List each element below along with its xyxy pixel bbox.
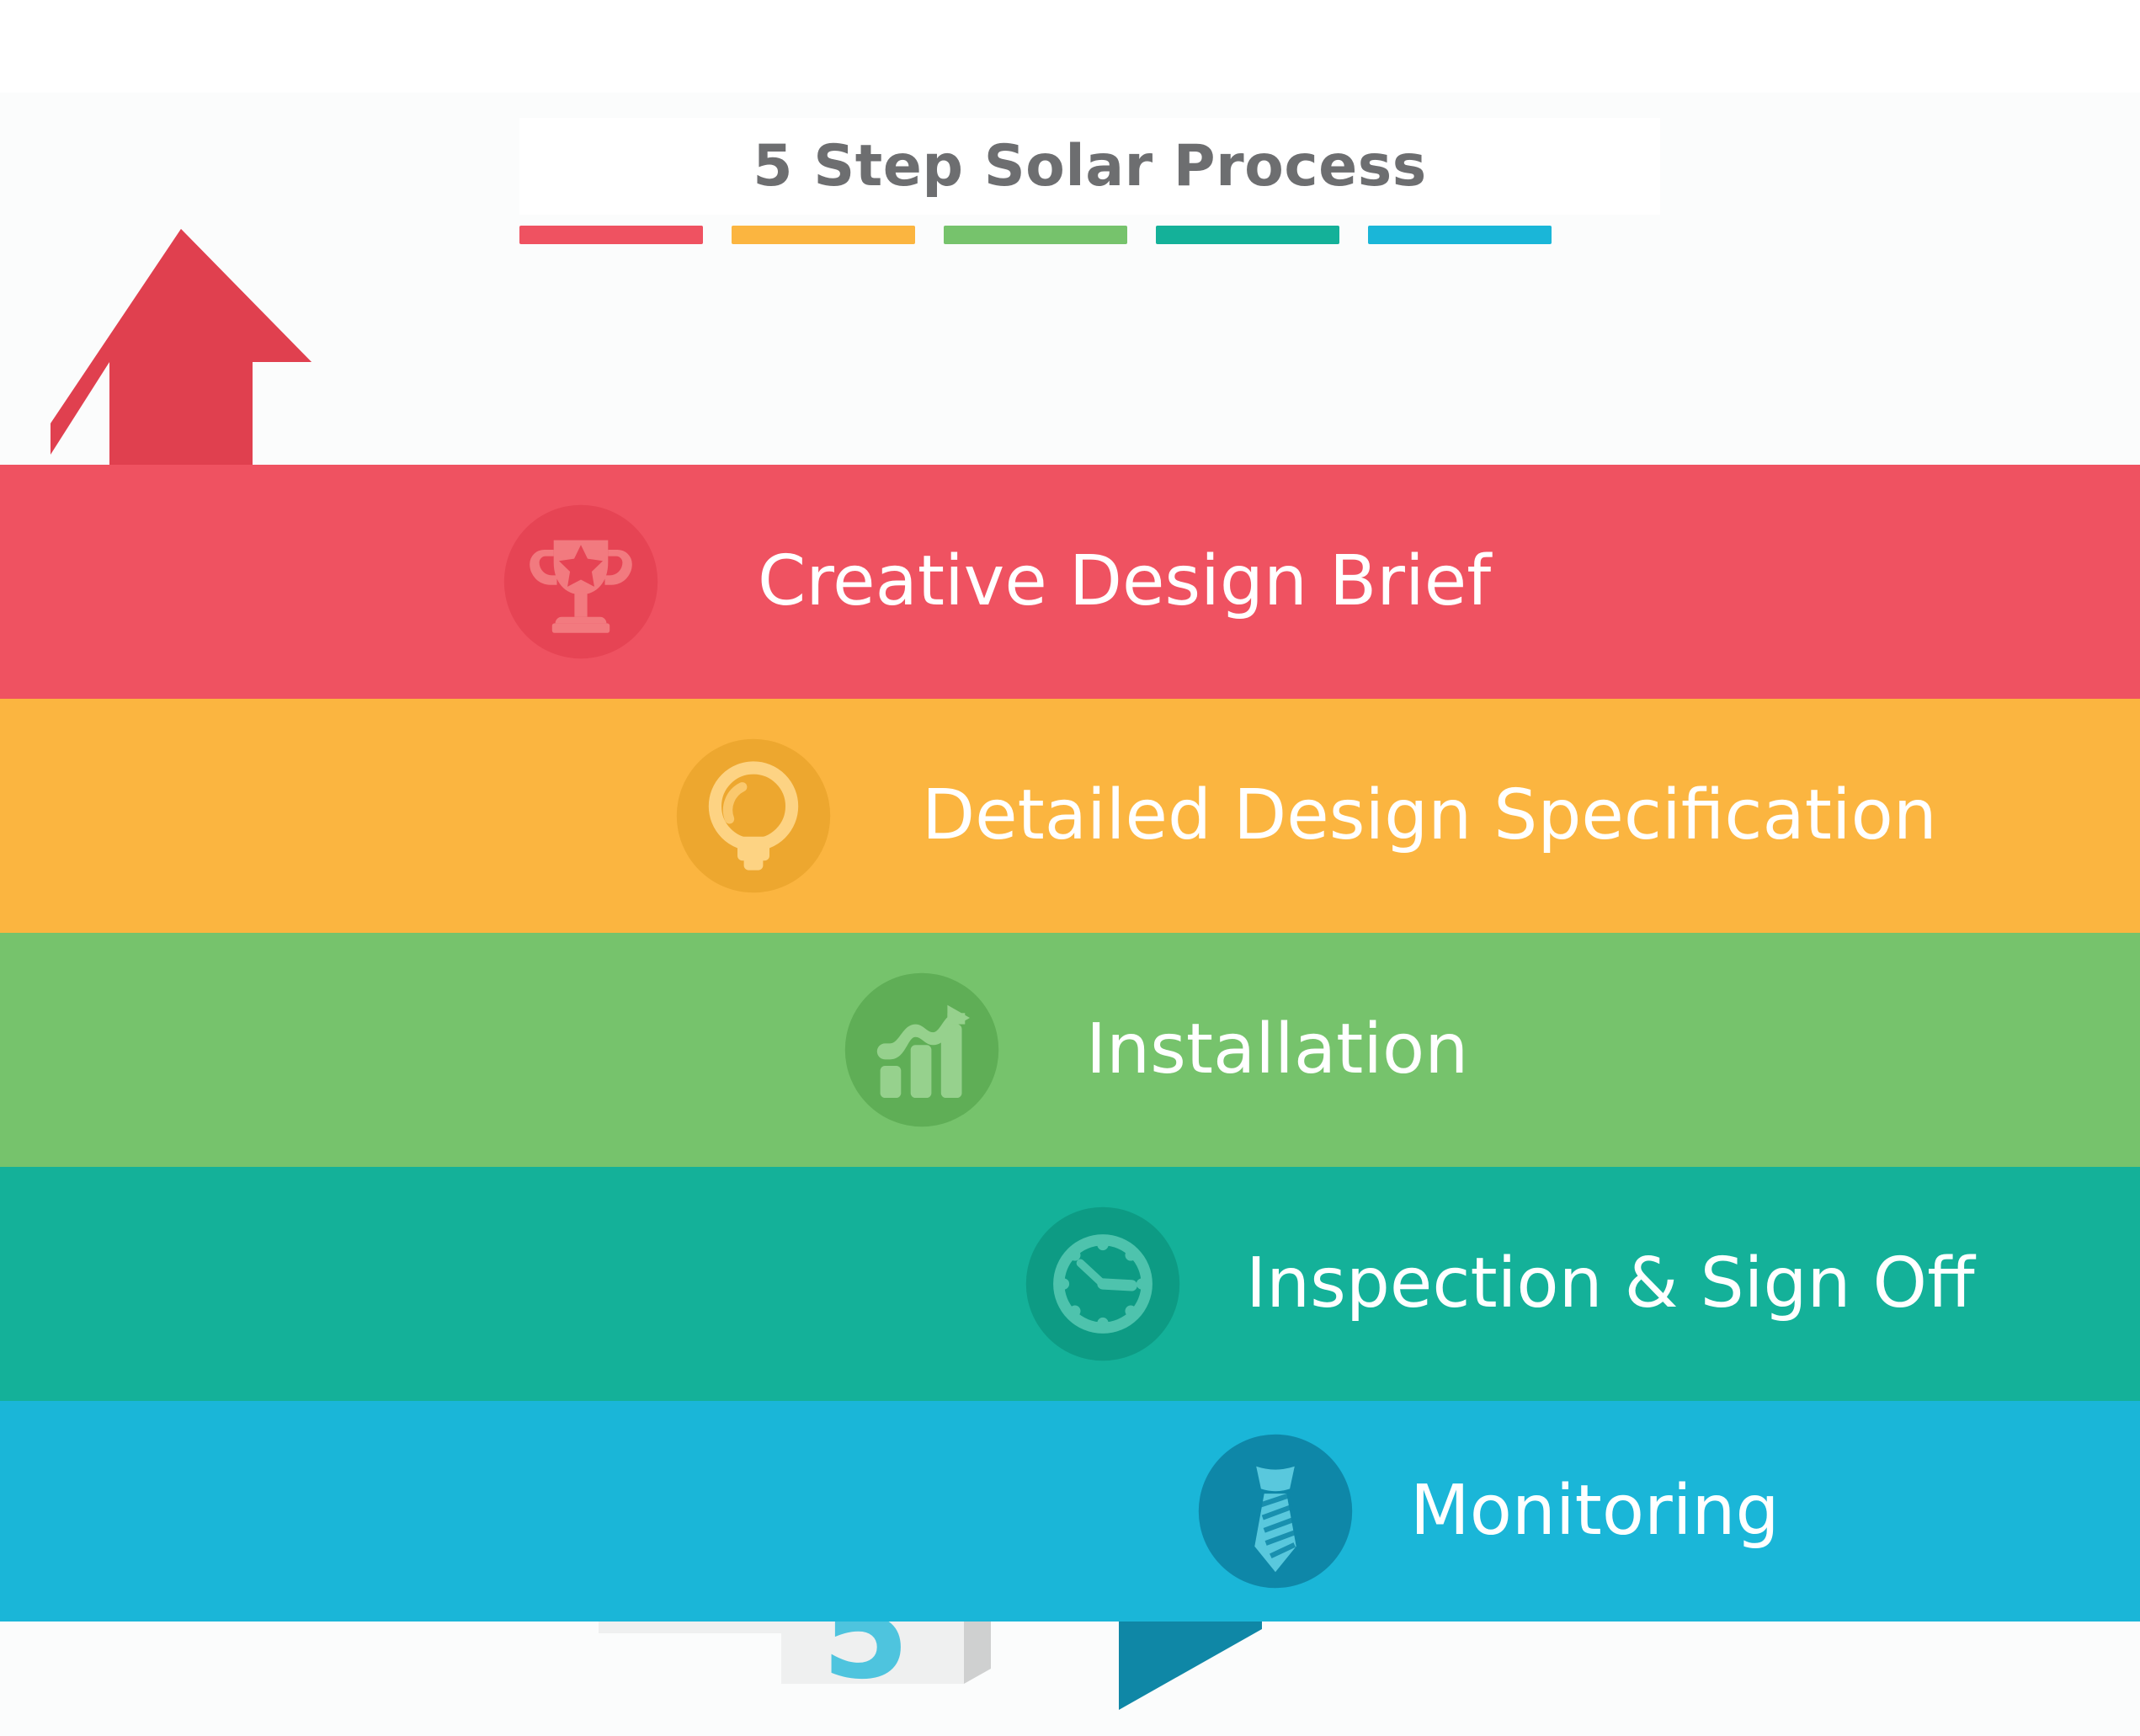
step-label-3: Installation xyxy=(1086,1009,1469,1089)
step-label-4: Inspection & Sign Off xyxy=(1246,1243,1975,1323)
step-label-1: Creative Design Brief xyxy=(758,541,1492,621)
step-label-5: Monitoring xyxy=(1410,1471,1780,1551)
page-title: 5 Step Solar Process xyxy=(753,133,1427,200)
trophy-icon xyxy=(501,502,661,662)
growth-chart-icon xyxy=(842,970,1002,1130)
top-strip xyxy=(0,0,2140,93)
step-label-2: Detailed Design Specification xyxy=(922,775,1937,855)
step-row-2[interactable]: Detailed Design Specification xyxy=(0,699,2140,933)
legend-bar-4 xyxy=(1156,226,1339,244)
step-row-5[interactable]: Monitoring xyxy=(0,1401,2140,1622)
lightbulb-icon xyxy=(673,736,833,896)
necktie-icon xyxy=(1195,1431,1355,1591)
legend-bar-5 xyxy=(1368,226,1552,244)
step-row-1[interactable]: Creative Design Brief xyxy=(0,465,2140,699)
legend-bar-3 xyxy=(944,226,1127,244)
step-row-3[interactable]: Installation xyxy=(0,933,2140,1167)
legend-bar-1 xyxy=(519,226,703,244)
legend-bar-2 xyxy=(732,226,915,244)
step-row-4[interactable]: Inspection & Sign Off xyxy=(0,1167,2140,1401)
title-card: 5 Step Solar Process xyxy=(519,118,1660,215)
legend-bars xyxy=(519,226,1660,246)
clock-icon xyxy=(1023,1204,1183,1364)
